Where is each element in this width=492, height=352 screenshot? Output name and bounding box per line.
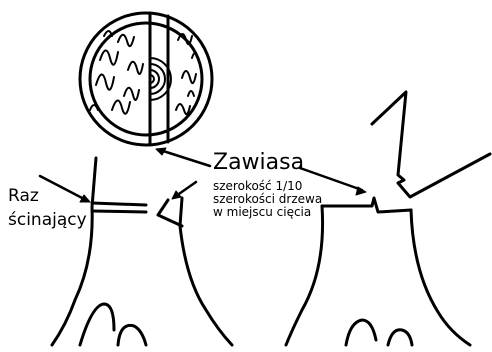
hinge-width-note-line3: w miejscu cięcia — [213, 206, 322, 219]
right-stump-top-outline — [322, 198, 411, 212]
arrow-hinge-to-cross-section — [160, 150, 210, 166]
felling-cut-label-line2: ścinający — [8, 212, 87, 229]
trunk-cross-section — [80, 13, 212, 145]
hinge-label: Zawiasa — [213, 152, 304, 174]
arrowhead-felling-cut — [80, 195, 90, 202]
notch-cut — [158, 200, 182, 226]
bark-texture — [90, 31, 198, 114]
left-root-2 — [118, 325, 146, 345]
left-stump — [52, 158, 232, 345]
left-root-1 — [80, 304, 114, 345]
right-stump-left-outline — [286, 206, 323, 345]
right-root-2 — [388, 330, 412, 345]
left-stump-right-outline — [180, 198, 232, 345]
arrowhead-right-stump — [356, 187, 366, 195]
right-root-1 — [346, 320, 376, 345]
right-stump-right-outline — [411, 210, 470, 345]
cross-section-outer-ring — [80, 13, 212, 145]
hinge-width-note: szerokość 1/10 szerokości drzewa w miejs… — [213, 180, 322, 219]
felling-cut-label-line1: Raz — [8, 188, 39, 205]
arrow-felling-cut — [40, 176, 86, 200]
arrowhead-cross-section — [156, 148, 166, 155]
felling-cut-slot — [92, 203, 146, 212]
falling-trunk-outline — [372, 92, 490, 197]
